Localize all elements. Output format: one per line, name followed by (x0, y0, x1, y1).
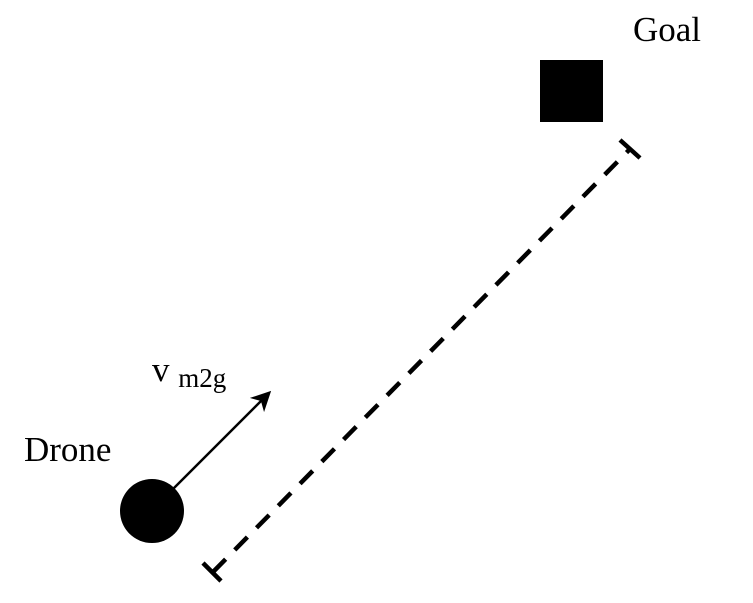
velocity-symbol: v (152, 350, 170, 389)
distance-line (211, 147, 632, 574)
drone-marker (120, 479, 184, 543)
drone-label: Drone (24, 430, 111, 469)
velocity-subscript: m2g (178, 363, 226, 393)
velocity-label: v m2g (152, 350, 226, 393)
distance-line-cap-end (618, 138, 642, 160)
distance-line-cap-start (201, 561, 223, 583)
goal-marker (540, 60, 603, 122)
goal-label: Goal (633, 10, 701, 49)
velocity-arrow (171, 390, 272, 491)
